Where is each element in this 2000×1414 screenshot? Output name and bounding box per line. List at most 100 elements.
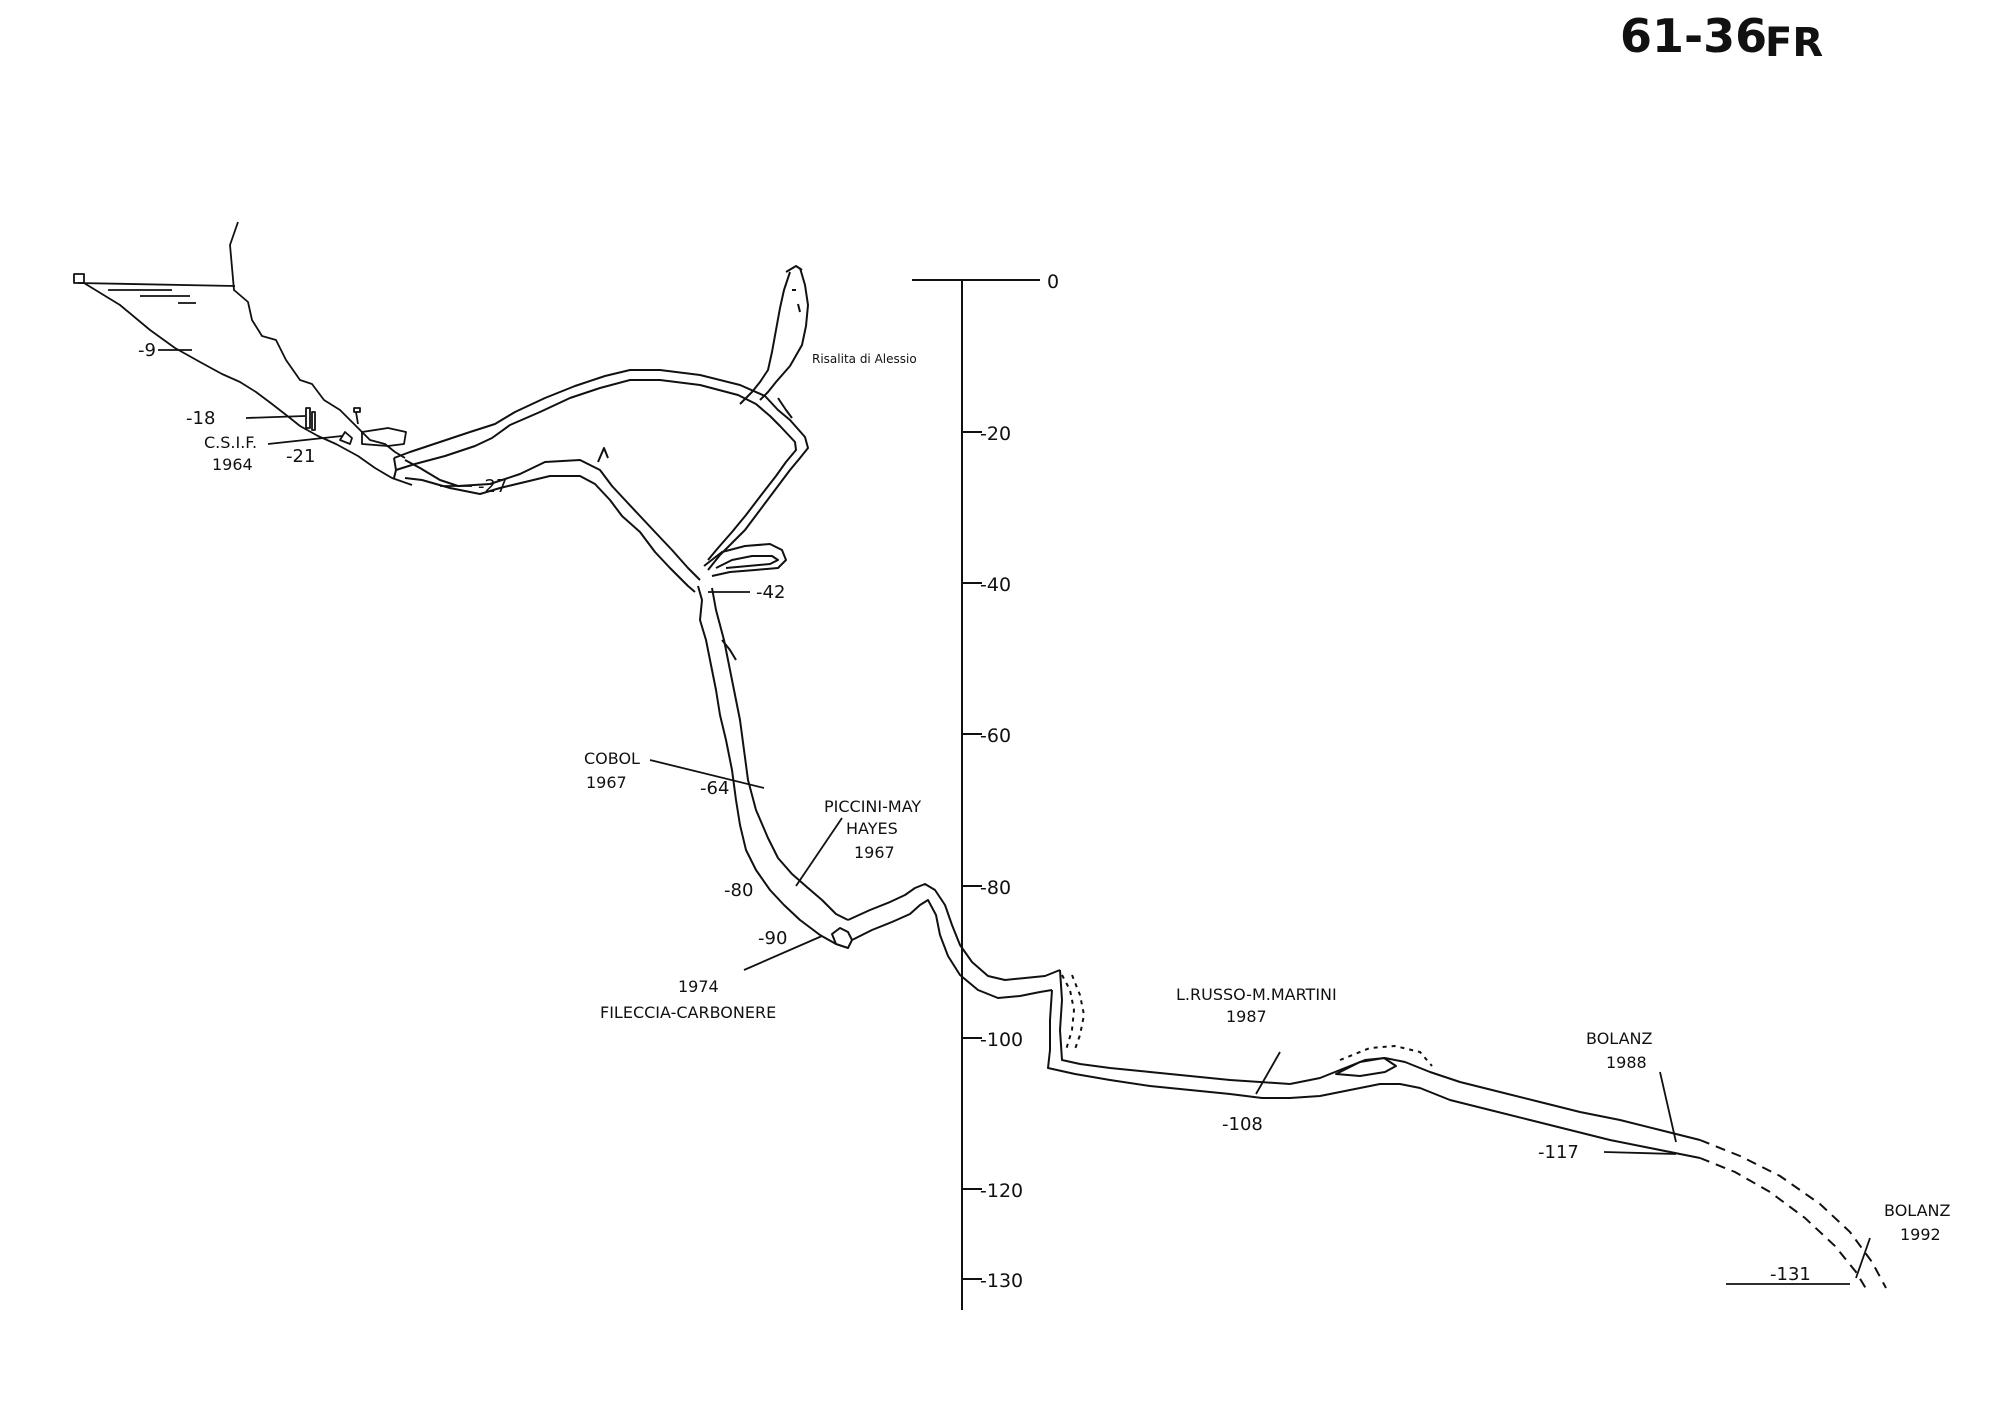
chimney-wall-left bbox=[739, 271, 791, 405]
depth-label: -131 bbox=[1770, 1264, 1811, 1285]
side-chamber bbox=[361, 427, 407, 447]
entrance-area bbox=[73, 221, 413, 486]
gallery-branch bbox=[597, 447, 609, 463]
sump-pocket-90 bbox=[831, 927, 853, 949]
shaft-wall-left bbox=[697, 585, 837, 945]
exploration-name: FILECCIA-CARBONERE bbox=[600, 1003, 776, 1022]
dotted-wall bbox=[1061, 974, 1076, 1051]
depth-label: -27 bbox=[478, 476, 507, 497]
scale-label: 0 bbox=[1047, 271, 1059, 293]
cave-gallery bbox=[393, 369, 809, 593]
shaft-ledge bbox=[721, 639, 737, 661]
scale-label: -130 bbox=[980, 1270, 1023, 1292]
entrance-marker bbox=[73, 273, 85, 284]
exploration-year: 1964 bbox=[212, 455, 253, 474]
depth-label: -21 bbox=[286, 446, 315, 467]
exploration-name: COBOL bbox=[584, 749, 640, 768]
boulder bbox=[339, 431, 353, 445]
dashed-continuation bbox=[1699, 1139, 1887, 1293]
leader bbox=[1855, 1237, 1871, 1279]
exploration-name: BOLANZ bbox=[1586, 1029, 1652, 1048]
exploration-year: 1992 bbox=[1900, 1225, 1941, 1244]
depth-label: -42 bbox=[756, 582, 785, 603]
survey-number: 61-36 bbox=[1620, 9, 1767, 63]
rock-spike-top bbox=[353, 407, 361, 413]
upper-loop-outer bbox=[393, 369, 809, 571]
leader bbox=[795, 817, 843, 887]
depth-scale bbox=[912, 279, 1040, 1310]
exploration-name: BOLANZ bbox=[1884, 1201, 1950, 1220]
bend-wall-upper bbox=[847, 883, 1061, 981]
chimney-branch bbox=[777, 397, 793, 419]
cliff-wall bbox=[229, 221, 406, 459]
rock-outcrop bbox=[305, 407, 311, 429]
loop-inner bbox=[715, 555, 779, 569]
chimney-mark bbox=[797, 303, 801, 313]
survey-title: 61-36 FR bbox=[1620, 9, 1823, 66]
scale-label: -60 bbox=[980, 725, 1011, 747]
upper-loop-inner bbox=[395, 379, 797, 561]
exploration-name: HAYES bbox=[846, 819, 898, 838]
risalita-chimney bbox=[739, 265, 809, 419]
leader bbox=[1603, 1151, 1677, 1155]
vertical-shaft bbox=[697, 585, 849, 945]
exploration-year: 1967 bbox=[854, 843, 895, 862]
scale-label: -80 bbox=[980, 877, 1011, 899]
leader bbox=[245, 415, 306, 419]
scale-label: -100 bbox=[980, 1029, 1023, 1051]
risalita-label: Risalita di Alessio bbox=[812, 352, 917, 366]
pillar bbox=[1335, 1057, 1397, 1077]
submerged-floor bbox=[83, 282, 413, 486]
uncertain-sections bbox=[1061, 974, 1433, 1067]
scale-label: -40 bbox=[980, 574, 1011, 596]
lower-gallery bbox=[831, 883, 1701, 1159]
chimney-wall-right bbox=[759, 267, 809, 401]
depth-label: -18 bbox=[186, 408, 215, 429]
far-gallery-roof bbox=[1289, 1057, 1701, 1141]
leader bbox=[267, 435, 343, 445]
depth-label: -108 bbox=[1222, 1114, 1263, 1135]
far-gallery-floor bbox=[1289, 1083, 1701, 1159]
middle-gallery-upper bbox=[404, 459, 701, 581]
exploration-name: L.RUSSO-M.MARTINI bbox=[1176, 985, 1337, 1004]
dotted-wall bbox=[1071, 974, 1086, 1053]
leader bbox=[649, 759, 765, 789]
exploration-year: 1974 bbox=[678, 977, 719, 996]
depth-label: -9 bbox=[138, 340, 156, 361]
leader bbox=[1255, 1051, 1281, 1095]
gallery-start-cap bbox=[393, 457, 397, 479]
exploration-name: C.S.I.F. bbox=[204, 433, 257, 452]
depth-scale-labels: 0 -20 -40 -60 -80 -100 -120 -130 bbox=[980, 271, 1059, 1292]
rock-spike bbox=[355, 411, 359, 425]
depth-label: -64 bbox=[700, 778, 729, 799]
bend-wall-lower bbox=[851, 899, 1053, 999]
rock-outcrop bbox=[311, 411, 316, 431]
depth-label: -80 bbox=[724, 880, 753, 901]
loop-outer bbox=[703, 543, 787, 577]
depth-label: -90 bbox=[758, 928, 787, 949]
depth-leaders bbox=[158, 349, 1871, 1285]
lower-gallery-floor bbox=[1047, 989, 1290, 1099]
survey-suffix: FR bbox=[1765, 20, 1823, 66]
dotted-overhead bbox=[1339, 1044, 1433, 1067]
dashed-wall-upper bbox=[1699, 1139, 1887, 1289]
leader bbox=[1659, 1071, 1677, 1143]
exploration-year: 1967 bbox=[586, 773, 627, 792]
exploration-year: 1988 bbox=[1606, 1053, 1647, 1072]
depth-label: -117 bbox=[1538, 1142, 1579, 1163]
exploration-name: PICCINI-MAY bbox=[824, 797, 921, 816]
exploration-labels: C.S.I.F. 1964 COBOL 1967 PICCINI-MAY HAY… bbox=[204, 433, 1950, 1244]
water-surface bbox=[77, 282, 236, 287]
scale-label: -120 bbox=[980, 1180, 1023, 1202]
dashed-wall-lower bbox=[1699, 1157, 1869, 1293]
middle-gallery-lower bbox=[404, 475, 696, 593]
scale-label: -20 bbox=[980, 423, 1011, 445]
leader bbox=[743, 935, 823, 971]
lower-gallery-roof bbox=[1059, 969, 1291, 1085]
chimney-top bbox=[785, 265, 803, 273]
side-loop-42 bbox=[703, 543, 787, 577]
exploration-year: 1987 bbox=[1226, 1007, 1267, 1026]
shaft-wall-right bbox=[711, 587, 849, 921]
depth-labels: -9 -18 -21 -27 -42 -64 -80 -90 -108 -117… bbox=[138, 340, 1811, 1285]
